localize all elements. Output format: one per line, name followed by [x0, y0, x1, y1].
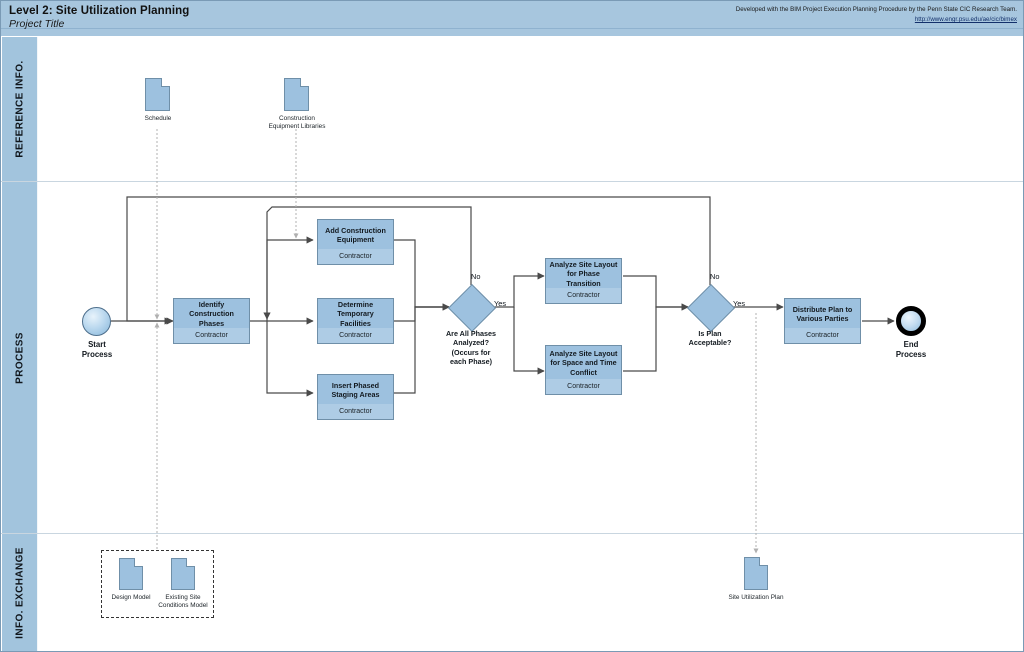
- construction-equipment-libraries-doc-icon: [284, 78, 309, 111]
- task-role: Contractor: [785, 328, 860, 343]
- task-analyze-site-layout-space-time-conflict[interactable]: Analyze Site Layout for Space and Time C…: [545, 345, 622, 395]
- data-object-construction-equipment-libraries[interactable]: Construction Equipment Libraries: [269, 78, 325, 130]
- task-determine-temporary-facilities[interactable]: Determine Temporary Facilities Contracto…: [317, 298, 394, 344]
- schedule-label: Schedule: [144, 115, 172, 122]
- construction-equipment-libraries-label: Construction Equipment Libraries: [268, 115, 326, 130]
- start-event-label: Start Process: [81, 340, 113, 359]
- task-role: Contractor: [318, 404, 393, 419]
- task-add-construction-equipment[interactable]: Add Construction Equipment Contractor: [317, 219, 394, 265]
- doc-fold-corner: [186, 558, 195, 567]
- data-object-schedule[interactable]: Schedule: [145, 78, 171, 122]
- task-insert-phased-staging-areas[interactable]: Insert Phased Staging Areas Contractor: [317, 374, 394, 420]
- lane-body-info-exchange: [38, 534, 1023, 651]
- header-divider: [1, 28, 1023, 29]
- task-analyze-site-layout-phase-transition[interactable]: Analyze Site Layout for Phase Transition…: [545, 258, 622, 304]
- task-title: Determine Temporary Facilities: [337, 300, 374, 328]
- task-identify-construction-phases[interactable]: Identify Construction Phases Contractor: [173, 298, 250, 344]
- gateway-1-label: Are All Phases Analyzed? (Occurs for eac…: [445, 329, 497, 366]
- task-role: Contractor: [318, 249, 393, 264]
- end-event[interactable]: [896, 306, 926, 336]
- edge-label-gw2-no: No: [710, 272, 720, 281]
- lane-header-process: PROCESS: [2, 182, 38, 533]
- task-title: Distribute Plan to Various Parties: [792, 304, 853, 323]
- site-utilization-plan-label: Site Utilization Plan: [728, 594, 784, 601]
- task-distribute-plan-to-various-parties[interactable]: Distribute Plan to Various Parties Contr…: [784, 298, 861, 344]
- gateway-are-all-phases-analyzed[interactable]: [447, 283, 497, 333]
- project-title: Project Title: [9, 18, 65, 30]
- gateway-is-plan-acceptable[interactable]: [686, 283, 736, 333]
- bimex-link[interactable]: http://www.engr.psu.edu/ae/cic/bimex: [914, 16, 1017, 23]
- existing-site-conditions-model-doc-icon: [171, 558, 195, 590]
- lane-body-reference-info: [38, 37, 1023, 181]
- task-role: Contractor: [546, 379, 621, 394]
- design-model-doc-icon: [119, 558, 143, 590]
- edge-label-gw2-yes: Yes: [733, 299, 746, 308]
- doc-fold-corner: [134, 558, 143, 567]
- schedule-doc-icon: [145, 78, 170, 111]
- task-role: Contractor: [546, 288, 621, 303]
- gateway-2-label: Is Plan Acceptable?: [688, 329, 732, 348]
- task-title: Identify Construction Phases: [189, 300, 234, 328]
- lane-separator-2: [1, 533, 1023, 534]
- task-title: Analyze Site Layout for Phase Transition: [549, 260, 618, 288]
- data-object-site-utilization-plan[interactable]: Site Utilization Plan: [728, 557, 784, 601]
- page-title: Level 2: Site Utilization Planning: [9, 5, 190, 17]
- lane-header-reference-info: REFERENCE INFO.: [2, 37, 38, 181]
- lane-label-process: PROCESS: [14, 331, 25, 384]
- data-object-existing-site-conditions-model[interactable]: Existing Site Conditions Model: [158, 558, 208, 609]
- site-utilization-plan-doc-icon: [744, 557, 768, 590]
- doc-fold-corner: [759, 557, 768, 566]
- task-role: Contractor: [174, 328, 249, 343]
- edge-label-gw1-yes: Yes: [494, 299, 507, 308]
- existing-site-conditions-model-label: Existing Site Conditions Model: [158, 594, 208, 609]
- doc-fold-corner: [300, 78, 309, 87]
- lane-label-reference-info: REFERENCE INFO.: [14, 60, 25, 158]
- data-object-design-model[interactable]: Design Model: [111, 558, 151, 601]
- info-exchange-group: [101, 550, 214, 618]
- lane-separator-1: [1, 181, 1023, 182]
- page-header: Level 2: Site Utilization Planning Proje…: [1, 1, 1023, 36]
- design-model-label: Design Model: [111, 594, 151, 601]
- task-title: Analyze Site Layout for Space and Time C…: [549, 349, 618, 377]
- start-event[interactable]: [82, 307, 111, 336]
- task-role: Contractor: [318, 328, 393, 343]
- doc-fold-corner: [161, 78, 170, 87]
- end-event-label: End Process: [895, 340, 927, 359]
- credit-text: Developed with the BIM Project Execution…: [735, 6, 1017, 13]
- task-title: Add Construction Equipment: [325, 225, 386, 244]
- edge-label-gw1-no: No: [471, 272, 481, 281]
- lane-label-info-exchange: INFO. EXCHANGE: [14, 547, 25, 639]
- task-title: Insert Phased Staging Areas: [331, 380, 380, 399]
- lane-header-info-exchange: INFO. EXCHANGE: [2, 534, 38, 651]
